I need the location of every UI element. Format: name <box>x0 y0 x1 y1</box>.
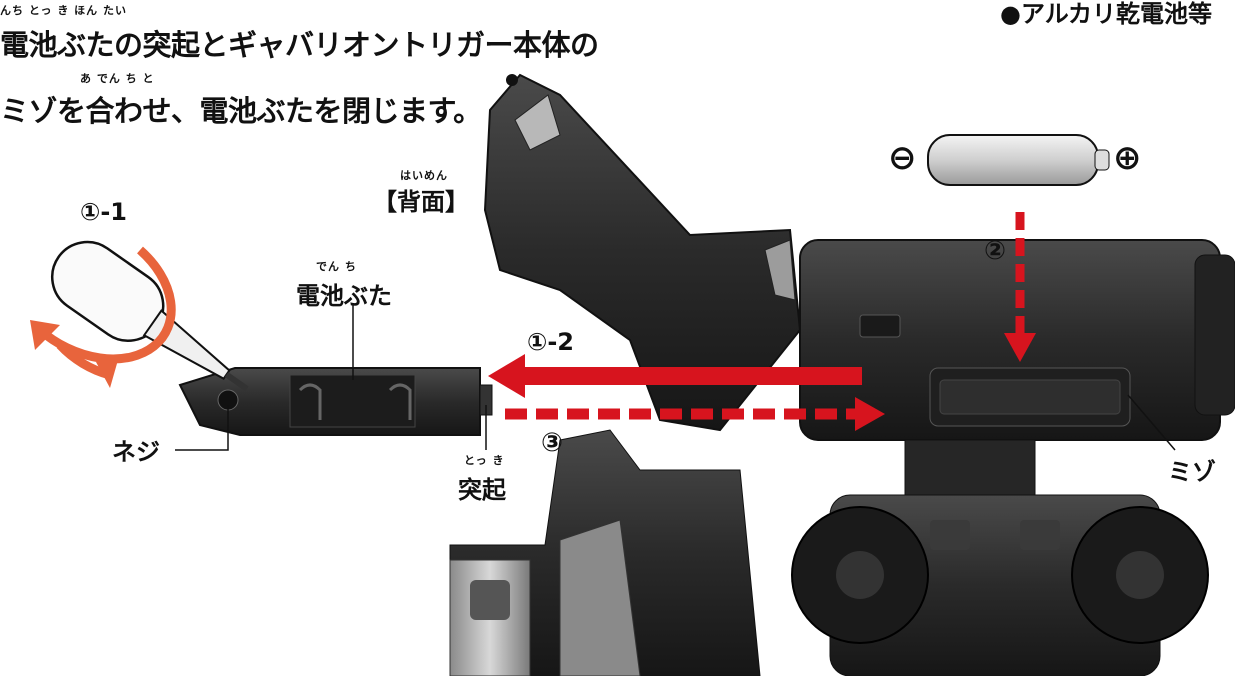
trigger-grip-part <box>483 73 802 432</box>
battery-minus-icon: ⊖ <box>888 138 917 178</box>
screwdriver <box>30 240 249 392</box>
step-1-2-label: ①-2 <box>527 328 574 356</box>
instruction-ruby-2: あ でん ち と <box>80 72 155 85</box>
screw-label: ネジ <box>112 438 160 466</box>
step-2-label: ② <box>984 236 1007 266</box>
instruction-line-1: 電池ぶたの突起とギャバリオントリガー本体の <box>0 28 599 62</box>
step-3-label: ③ <box>541 428 564 458</box>
battery-cover-ruby: でん ち <box>316 260 357 273</box>
arrow-step-2 <box>1004 212 1036 362</box>
barrel-part <box>449 429 761 676</box>
view-label-ruby: はいめん <box>400 169 448 182</box>
instruction-ruby-1: んち とっ き ほん たい <box>0 4 127 17</box>
top-right-note: ●アルカリ乾電池等 <box>1000 0 1212 28</box>
arrow-step-3 <box>505 397 885 431</box>
leader-lines <box>175 305 1176 451</box>
groove-label: ミゾ <box>1168 458 1216 486</box>
step-1-1-label: ①-1 <box>80 198 127 226</box>
view-label: 【背面】 <box>373 188 469 216</box>
lower-mount <box>791 439 1209 676</box>
battery-cover-part <box>178 367 493 436</box>
battery-cover-label: 電池ぶた <box>296 282 392 310</box>
battery-plus-icon: ⊕ <box>1113 138 1142 178</box>
bump-label: 突起 <box>458 476 506 504</box>
battery <box>927 134 1110 186</box>
instruction-line-2: ミゾを合わせ、電池ぶたを閉じます。 <box>0 94 482 128</box>
bump-ruby: とっ き <box>464 454 505 467</box>
arrow-step-1-2 <box>488 354 862 398</box>
